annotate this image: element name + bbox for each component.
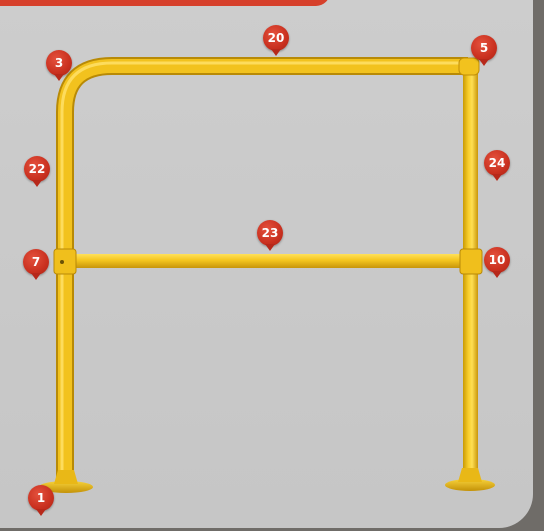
marker-24[interactable]: 24 bbox=[484, 150, 510, 176]
left-clamp bbox=[54, 249, 76, 274]
left-post-and-top-rail bbox=[65, 66, 468, 487]
mid-rail bbox=[66, 254, 470, 268]
marker-1[interactable]: 1 bbox=[28, 485, 54, 511]
right-post bbox=[463, 66, 478, 484]
right-clamp bbox=[460, 249, 482, 274]
marker-10[interactable]: 10 bbox=[484, 247, 510, 273]
marker-5[interactable]: 5 bbox=[471, 35, 497, 61]
right-top-corner bbox=[459, 58, 479, 75]
marker-7[interactable]: 7 bbox=[23, 249, 49, 275]
marker-23[interactable]: 23 bbox=[257, 220, 283, 246]
marker-22[interactable]: 22 bbox=[24, 156, 50, 182]
marker-20[interactable]: 20 bbox=[263, 25, 289, 51]
marker-3[interactable]: 3 bbox=[46, 50, 72, 76]
left-clamp-bolt bbox=[60, 260, 64, 264]
